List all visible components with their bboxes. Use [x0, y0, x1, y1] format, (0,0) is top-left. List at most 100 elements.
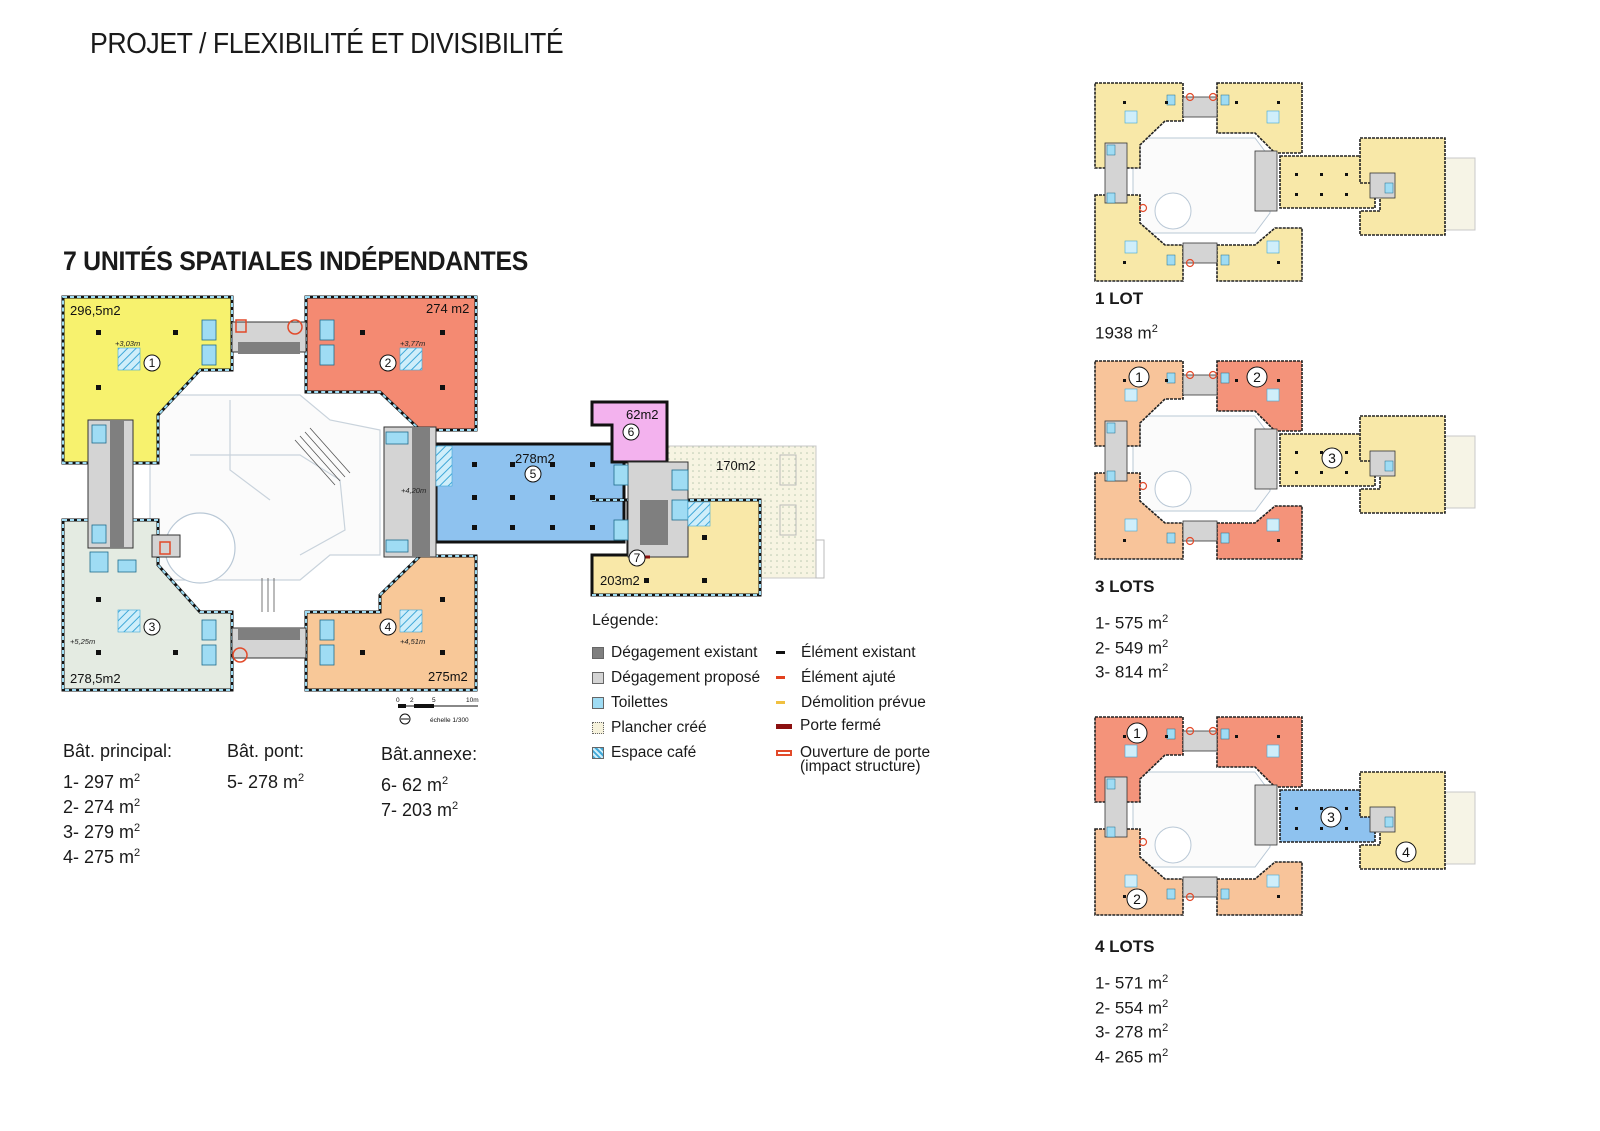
legend-label: Porte fermé — [800, 717, 881, 734]
lot-3-info: 3 LOTS 1- 575 m2 2- 549 m2 3- 814 m2 — [1095, 577, 1168, 683]
unit-exponent: 2 — [134, 772, 141, 784]
legend-label: Plancher créé — [611, 718, 707, 736]
unit-exponent: 2 — [1162, 662, 1169, 675]
legend-label: Ouverture de porte — [800, 744, 931, 761]
legend-item-continued: (impact structure) — [776, 758, 930, 776]
scale-tick-1: 2 — [410, 697, 414, 704]
lot-area: 3- 814 m — [1095, 662, 1163, 682]
unit-exponent: 2 — [1162, 1046, 1169, 1059]
lot-number: 3 — [1328, 450, 1336, 466]
areas-annexe-heading: Bât.annexe: — [381, 744, 478, 764]
areas-principal-line: 4- 275 m — [63, 847, 135, 867]
legend-title: Légende: — [592, 612, 659, 629]
unit-exponent: 2 — [1162, 637, 1169, 650]
unit-6-number: 6 — [628, 425, 635, 439]
legend-item: Élément ajuté — [776, 665, 930, 690]
scale-tick-2: 5 — [432, 697, 436, 704]
legend-swatch — [592, 646, 604, 659]
legend-label: Toilettes — [611, 693, 668, 711]
unit-1-number: 1 — [149, 356, 156, 370]
unit-exponent: 2 — [1151, 323, 1158, 335]
lot-plan: 1 2 3 — [1094, 360, 1476, 560]
unit-4-number: 4 — [385, 620, 392, 634]
legend-item: Démolition prévue — [776, 690, 930, 715]
areas-annexe: Bât.annexe: 6- 62 m2 7- 203 m2 — [381, 744, 477, 821]
section-title: 7 UNITÉS SPATIALES INDÉPENDANTES — [63, 246, 529, 276]
legend-line — [776, 651, 785, 654]
lot-number: 1 — [1135, 369, 1143, 385]
lot-plan — [1094, 82, 1476, 282]
legend-label: Espace café — [611, 743, 697, 761]
structural-columns — [96, 330, 707, 655]
areas-pont-line: 5- 278 m — [227, 772, 299, 792]
legend-item: Ouverture de porte — [776, 739, 930, 767]
lot-title: 4 LOTS — [1095, 937, 1155, 956]
lot-area: 2- 549 m — [1095, 638, 1163, 658]
scale-tick-3: 10m — [466, 697, 479, 704]
unit-2-area: 274 m2 — [426, 301, 469, 316]
legend-label: Élément ajuté — [801, 668, 896, 686]
unit-7-area: 203m2 — [600, 573, 640, 588]
lot-number: 4 — [1402, 844, 1410, 860]
scale-bar: 0 2 5 10m échelle 1/300 — [396, 697, 479, 725]
scale-label: échelle 1/300 — [430, 717, 469, 724]
legend-item: Dégagement existant — [592, 640, 760, 665]
lot-title: 1 LOT — [1095, 289, 1144, 308]
toilets — [89, 319, 689, 666]
legend-line — [776, 676, 785, 679]
unit-exponent: 2 — [134, 847, 141, 859]
unit-exponent: 2 — [1162, 1022, 1169, 1035]
unit-3-level: +5,25m — [70, 637, 95, 646]
unit-exponent: 2 — [442, 775, 449, 787]
unit-exponent: 2 — [1162, 997, 1169, 1010]
areas-principal-line: 2- 274 m — [63, 797, 135, 817]
lot-number: 2 — [1253, 369, 1261, 385]
unit-exponent: 2 — [452, 800, 459, 812]
areas-pont: Bât. pont: 5- 278 m2 — [227, 741, 304, 793]
lot-number: 3 — [1327, 809, 1335, 825]
lot-number: 1 — [1133, 725, 1141, 741]
legend-item: Toilettes — [592, 690, 760, 715]
unit-exponent: 2 — [134, 797, 141, 809]
legend-label: Élément existant — [801, 643, 916, 661]
legend-right: Élément existant Élément ajuté Démolitio… — [776, 640, 930, 776]
lot-area: 1- 571 m — [1095, 973, 1163, 993]
unit-5-area: 278m2 — [515, 451, 555, 466]
legend-label: Démolition prévue — [801, 693, 926, 711]
unit-6-area: 62m2 — [626, 407, 659, 422]
legend-line — [776, 723, 792, 729]
legend-swatch — [592, 671, 604, 684]
unit-5-level: +4,20m — [401, 486, 426, 495]
areas-pont-heading: Bât. pont: — [227, 741, 305, 761]
unit-exponent: 2 — [1162, 613, 1169, 625]
unit-exponent: 2 — [298, 772, 305, 784]
legend-swatch — [592, 721, 604, 734]
lot-title: 3 LOTS — [1095, 577, 1155, 596]
unit-2-number: 2 — [385, 356, 392, 370]
extension-area: 170m2 — [716, 458, 756, 473]
lot-plan: 1 2 3 4 — [1094, 716, 1476, 916]
legend-swatch — [592, 696, 604, 709]
lot-area: 2- 554 m — [1095, 998, 1163, 1018]
areas-annexe-line: 6- 62 m — [381, 775, 443, 795]
page-title: PROJET / FLEXIBILITÉ ET DIVISIBILITÉ — [90, 28, 564, 60]
cafe-spaces — [117, 347, 711, 633]
legend-label: Dégagement proposé — [611, 668, 761, 686]
legend-left: Dégagement existant Dégagement proposé T… — [592, 640, 760, 765]
areas-principal-line: 3- 279 m — [63, 822, 135, 842]
legend-label: (impact structure) — [800, 758, 921, 775]
unit-4-level: +4,51m — [400, 637, 425, 646]
scale-tick-0: 0 — [396, 697, 400, 704]
unit-1-area: 296,5m2 — [70, 303, 121, 318]
areas-principal-line: 1- 297 m — [63, 772, 135, 792]
lot-area: 3- 278 m — [1095, 1022, 1163, 1042]
legend-line — [776, 750, 792, 756]
lot-number: 2 — [1133, 891, 1141, 907]
unit-4-area: 275m2 — [428, 669, 468, 684]
lot-area: 1- 575 m — [1095, 613, 1163, 633]
lot-area: 4- 265 m — [1095, 1047, 1163, 1067]
legend-label: Dégagement existant — [611, 643, 758, 661]
legend-item: Dégagement proposé — [592, 665, 760, 690]
